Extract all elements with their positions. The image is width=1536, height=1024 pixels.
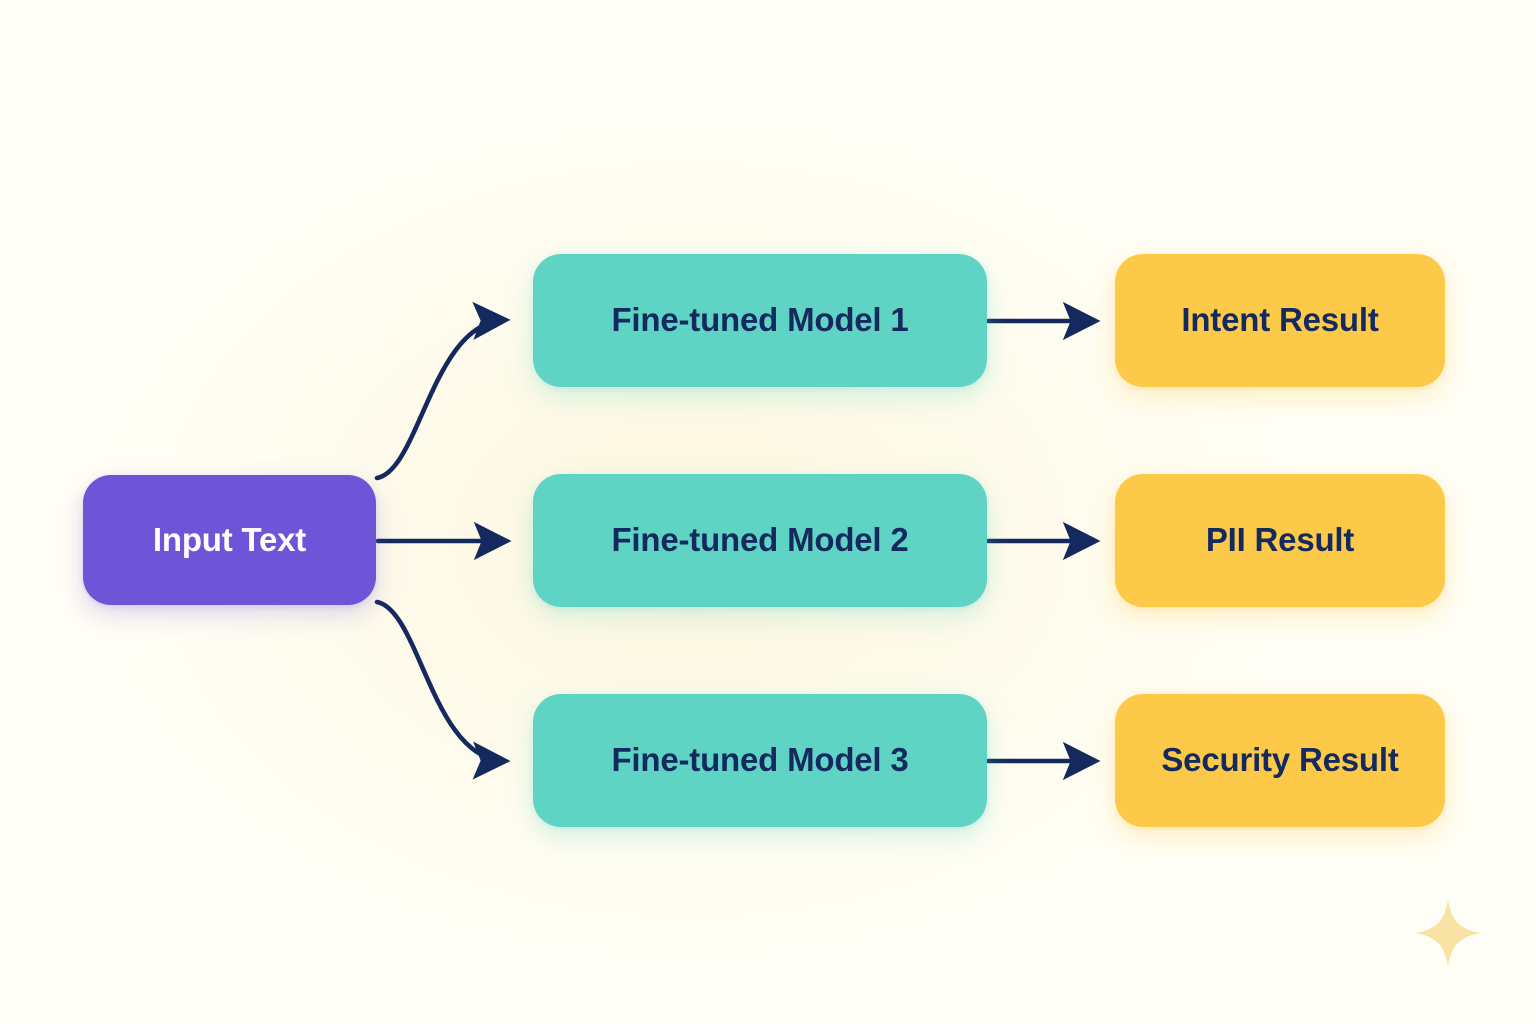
node-fine-tuned-model-3[interactable]: Fine-tuned Model 3 (533, 694, 987, 827)
node-fine-tuned-model-2[interactable]: Fine-tuned Model 2 (533, 474, 987, 607)
node-fine-tuned-model-1-label: Fine-tuned Model 1 (611, 301, 909, 339)
node-fine-tuned-model-1[interactable]: Fine-tuned Model 1 (533, 254, 987, 387)
node-input-text-label: Input Text (152, 520, 307, 558)
sparkle-icon (1415, 900, 1481, 966)
node-input-text[interactable]: Input Text (83, 475, 376, 605)
node-pii-result[interactable]: PII Result (1115, 474, 1445, 607)
node-fine-tuned-model-2-label: Fine-tuned Model 2 (611, 521, 909, 559)
node-fine-tuned-model-3-label: Fine-tuned Model 3 (611, 741, 909, 779)
node-security-result[interactable]: Security Result (1115, 694, 1445, 827)
node-security-result-label: Security Result (1161, 741, 1399, 779)
node-intent-result-label: Intent Result (1181, 301, 1379, 339)
edge-input-to-model-1 (374, 301, 511, 481)
edge-input-to-model-3 (374, 599, 511, 780)
node-intent-result[interactable]: Intent Result (1115, 254, 1445, 387)
node-pii-result-label: PII Result (1205, 521, 1355, 559)
